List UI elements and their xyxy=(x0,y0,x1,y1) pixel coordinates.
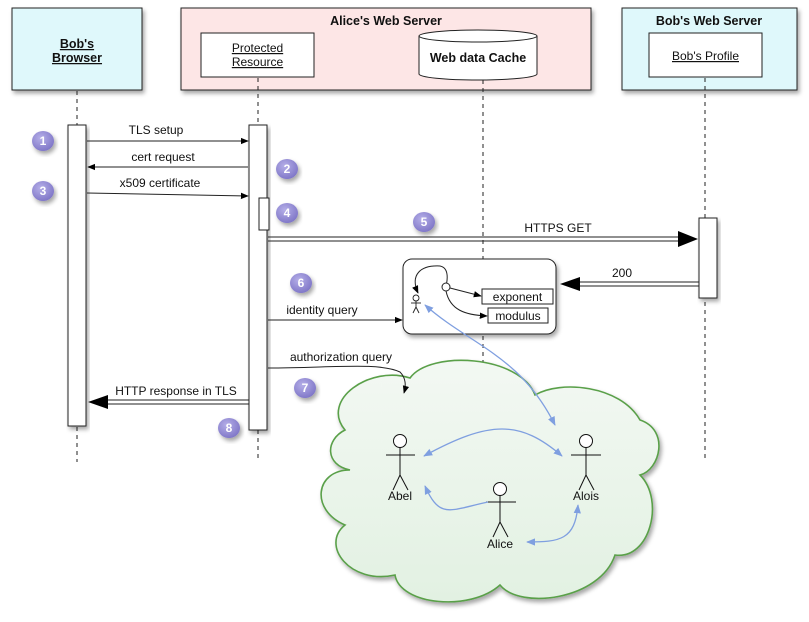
bob-server-participant: Bob's Web Server Bob's Profile xyxy=(621,7,798,91)
step-badge-label: 3 xyxy=(40,184,47,198)
relation-alice-alois xyxy=(526,504,581,546)
bob-server-title: Bob's Web Server xyxy=(656,14,762,28)
message-x509-certificate: x509 certificate xyxy=(86,176,249,200)
person-icon xyxy=(486,482,516,538)
message-label: 200 xyxy=(612,266,632,280)
protected-resource-box: Protected Resource xyxy=(200,32,315,78)
step-badge-5: 5 xyxy=(413,212,435,232)
person-icon xyxy=(411,294,421,314)
message-http-response: HTTP response in TLS xyxy=(88,384,249,409)
alice-server-participant: Alice's Web Server Protected Resource We… xyxy=(180,7,592,91)
message-label: identity query xyxy=(286,303,357,317)
protected-resource-activation xyxy=(248,124,268,431)
step-badge-label: 5 xyxy=(421,215,428,229)
step-badges: 1 2 3 4 5 6 7 8 xyxy=(32,131,435,438)
person-label: Abel xyxy=(388,489,412,503)
message-identity-query: identity query xyxy=(268,303,403,324)
profile-graph-box: exponent modulus xyxy=(402,258,557,335)
step-badge-4: 4 xyxy=(276,203,298,223)
browser-participant: Bob's Browser xyxy=(11,7,143,91)
bob-profile-box xyxy=(648,32,763,78)
message-label: cert request xyxy=(131,150,195,164)
step-badge-label: 1 xyxy=(40,134,47,148)
browser-activation xyxy=(67,124,87,427)
relation-profile-alois xyxy=(424,304,556,426)
bob-profile-label: Bob's Profile xyxy=(672,49,739,63)
person-label: Alois xyxy=(573,489,599,503)
step-badge-1: 1 xyxy=(32,131,54,151)
self-activation xyxy=(258,197,270,231)
relation-alice-abel xyxy=(424,485,489,511)
step-badge-label: 8 xyxy=(226,421,233,435)
exponent-label: exponent xyxy=(493,290,543,304)
message-authorization-query: authorization query xyxy=(267,350,410,394)
alice-server-title: Alice's Web Server xyxy=(330,14,442,28)
cache-label: Web data Cache xyxy=(430,51,526,65)
protected-resource-line1: Protected xyxy=(232,41,283,55)
protected-resource-line2: Resource xyxy=(232,55,284,69)
person-alois: Alois xyxy=(571,434,601,503)
modulus-label: modulus xyxy=(495,309,540,323)
message-https-get: HTTPS GET xyxy=(268,221,698,247)
step-badge-6: 6 xyxy=(290,273,312,293)
social-network-cloud xyxy=(320,359,660,603)
message-label: HTTPS GET xyxy=(524,221,592,235)
bob-profile-activation xyxy=(698,217,718,299)
message-label: x509 certificate xyxy=(120,176,201,190)
person-icon xyxy=(571,434,601,491)
message-200: 200 xyxy=(560,266,699,291)
person-label: Alice xyxy=(487,537,513,551)
exponent-box xyxy=(481,288,554,305)
browser-label-line1: Bob's xyxy=(60,37,94,51)
web-data-cache-cylinder: Web data Cache xyxy=(418,29,538,81)
message-tls-setup: TLS setup xyxy=(87,123,249,145)
step-badge-7: 7 xyxy=(294,378,316,398)
person-alice: Alice xyxy=(486,482,516,551)
message-label: authorization query xyxy=(290,350,392,364)
message-cert-request: cert request xyxy=(87,150,248,171)
step-badge-2: 2 xyxy=(276,159,298,179)
step-badge-label: 2 xyxy=(284,162,291,176)
browser-label-line2: Browser xyxy=(52,51,102,65)
step-badge-3: 3 xyxy=(32,181,54,201)
step-badge-label: 6 xyxy=(298,276,305,290)
step-badge-8: 8 xyxy=(218,418,240,438)
relation-abel-alois xyxy=(423,428,563,457)
step-badge-label: 4 xyxy=(284,206,291,220)
message-label: HTTP response in TLS xyxy=(115,384,237,398)
person-icon xyxy=(386,434,415,491)
person-abel: Abel xyxy=(386,434,415,503)
step-badge-label: 7 xyxy=(302,381,309,395)
message-label: TLS setup xyxy=(129,123,184,137)
